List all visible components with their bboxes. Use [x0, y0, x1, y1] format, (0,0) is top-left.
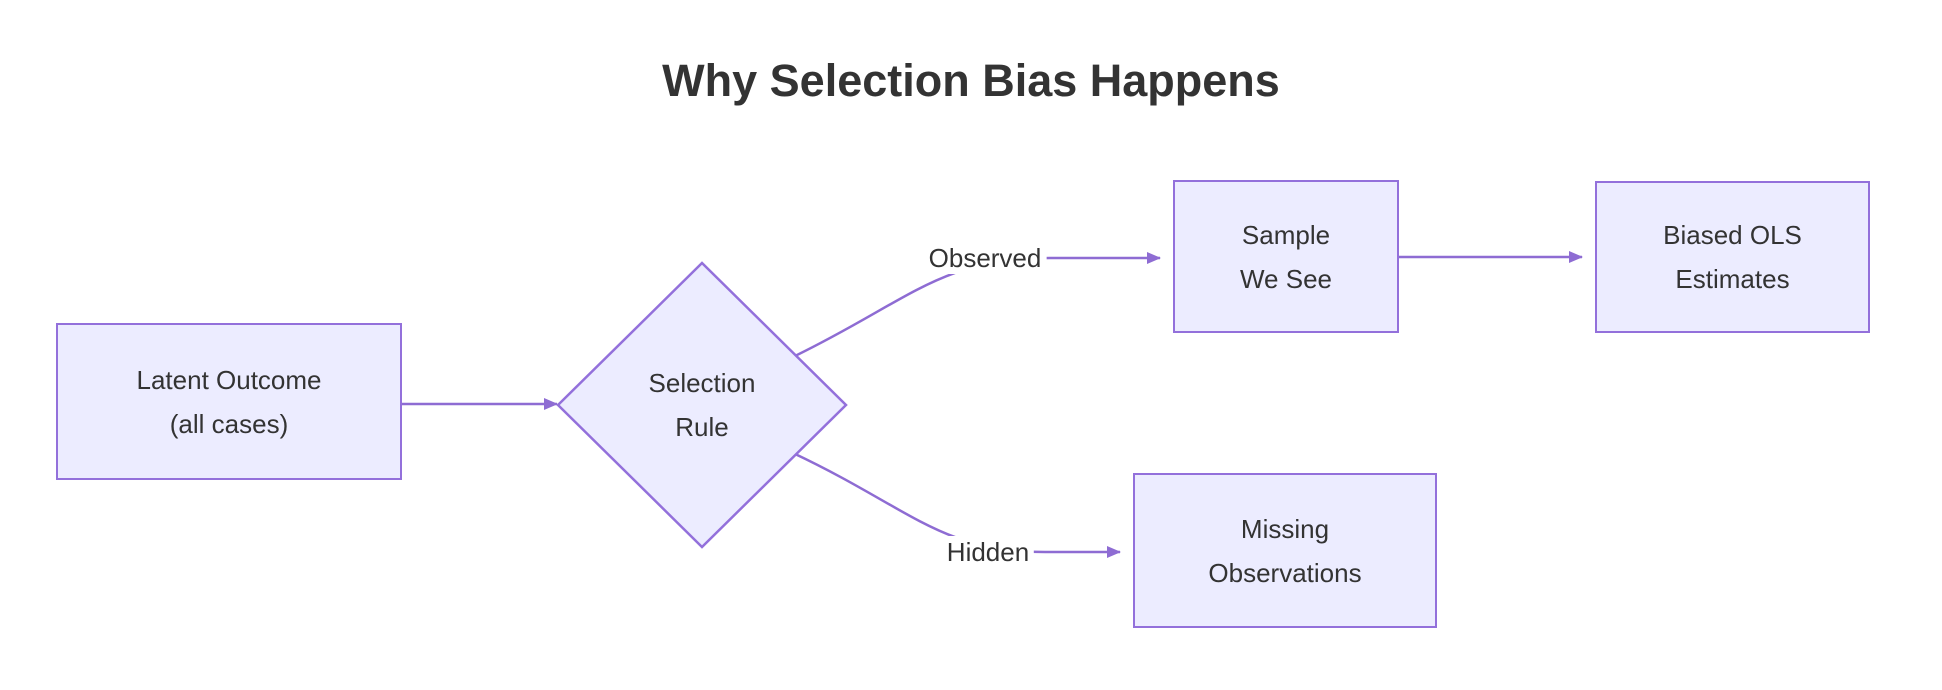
node-selection-rule-line1: Selection — [648, 368, 756, 398]
node-biased-ols-line1: Biased OLS — [1663, 220, 1802, 250]
edge-label-hidden: Hidden — [941, 536, 1035, 568]
node-missing-obs-line1: Missing — [1240, 513, 1330, 544]
node-sample-we-see-line1: Sample — [1241, 219, 1331, 250]
node-sample-we-see-line2: We See — [1239, 263, 1332, 294]
node-sample-we-see: Sample We See — [1173, 180, 1399, 333]
edge-label-observed: Observed — [923, 242, 1047, 274]
node-latent-outcome-line1: Latent Outcome — [136, 364, 322, 395]
node-missing-observations: Missing Observations — [1133, 473, 1437, 628]
node-biased-ols-estimates: Biased OLS Estimates — [1595, 181, 1870, 333]
decision-diamond-selection-rule — [556, 261, 848, 549]
node-biased-ols-line2: Estimates — [1675, 264, 1790, 294]
node-latent-outcome-line2: (all cases) — [169, 408, 289, 439]
node-selection-rule-label: Selection Rule — [558, 263, 846, 547]
node-selection-rule-line2: Rule — [675, 412, 729, 442]
node-latent-outcome: Latent Outcome (all cases) — [56, 323, 402, 480]
node-missing-obs-line2: Observations — [1208, 557, 1362, 588]
diagram-title: Why Selection Bias Happens — [662, 55, 1280, 106]
